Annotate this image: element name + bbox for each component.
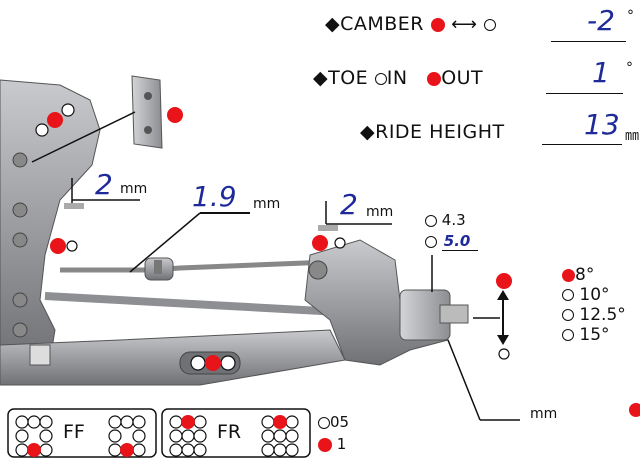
caster-1-text: 8° <box>575 265 595 285</box>
caster-option-4: 15° <box>562 325 610 345</box>
ride-height-unit: ㎜ <box>625 128 639 144</box>
block-b-dot <box>318 437 332 452</box>
ride-height-label: ◆RIDE HEIGHT <box>360 121 505 143</box>
block-option-b: 1 <box>318 435 346 453</box>
ride-height-value: 13 <box>584 108 620 141</box>
ride-height-underline <box>542 144 622 145</box>
caster-option-3: 12.5° <box>562 305 626 325</box>
camber-label: ◆CAMBER <box>325 13 425 35</box>
double-arrow-icon: ⟷ <box>451 14 478 35</box>
fr-right-block <box>261 415 299 457</box>
caster-2-text: 10° <box>579 285 610 305</box>
kingpin-b-text: 5.0 <box>441 232 479 251</box>
kingpin-a-dot <box>425 214 437 227</box>
camber-value: -2 <box>587 4 615 37</box>
ff-left-block <box>15 415 53 457</box>
camber-row: ◆CAMBER ⟷ <box>325 13 496 35</box>
caster-4-text: 15° <box>579 325 610 345</box>
spacer-left-unit: mm <box>120 181 148 197</box>
ff-right-block <box>108 415 146 457</box>
toe-underline <box>546 93 623 94</box>
toe-value: 1 <box>592 56 610 89</box>
spacer-right-unit: mm <box>366 204 394 220</box>
camber-hollow-dot <box>483 18 496 31</box>
spacer-right-value: 2 <box>340 188 358 221</box>
toe-row: ◆TOE IN OUT <box>313 67 483 89</box>
camber-underline <box>551 41 626 42</box>
toe-label: ◆TOE <box>313 67 369 89</box>
camber-red-dot <box>430 17 445 32</box>
caster-3-dot <box>562 309 574 321</box>
toe-out-label: OUT <box>441 67 484 89</box>
caster-2-dot <box>562 289 574 301</box>
caster-option-1: 8° <box>562 265 594 285</box>
mount-plate <box>131 75 163 149</box>
kingpin-option-b: 5.0 <box>425 232 479 251</box>
toe-in-dot <box>374 72 387 85</box>
caster-1-dot <box>562 268 575 282</box>
kingpin-option-a: 4.3 <box>425 211 466 229</box>
link-value: 1.9 <box>192 180 237 213</box>
block-b-text: 1 <box>336 435 347 453</box>
caster-4-dot <box>562 329 574 341</box>
link-unit: mm <box>253 196 281 212</box>
spacer-left-value: 2 <box>95 168 113 201</box>
block-option-a: 05 <box>318 413 349 431</box>
caster-option-2: 10° <box>562 285 610 305</box>
toe-unit: ° <box>626 60 633 76</box>
block-a-text: 05 <box>330 413 350 431</box>
toe-in-label: IN <box>386 67 408 89</box>
fr-label: FR <box>217 421 242 443</box>
camber-unit: ° <box>627 8 634 24</box>
fr-left-block <box>169 415 207 457</box>
bottom-unit: mm <box>530 406 558 422</box>
block-a-dot <box>318 416 330 429</box>
kingpin-b-dot <box>425 235 437 248</box>
ff-label: FF <box>63 421 85 443</box>
caster-3-text: 12.5° <box>579 305 626 325</box>
kingpin-a-text: 4.3 <box>441 211 466 229</box>
toe-out-dot <box>427 71 442 86</box>
